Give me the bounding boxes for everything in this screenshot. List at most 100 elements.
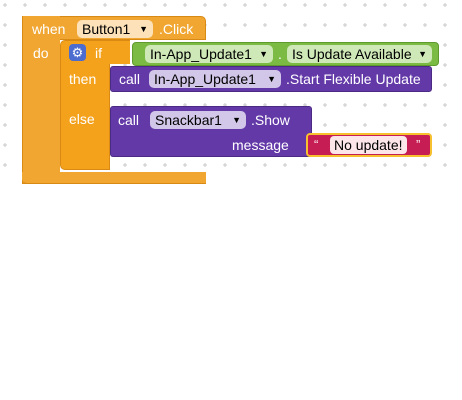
grid-plus-mark <box>323 3 327 7</box>
if-block-spine <box>60 40 110 170</box>
grid-plus-mark <box>443 63 447 67</box>
grid-plus-mark <box>363 23 367 27</box>
text-value-field[interactable]: No update! <box>330 136 407 154</box>
chevron-down-icon: ▼ <box>259 49 268 59</box>
grid-plus-mark <box>323 123 327 127</box>
else-method-label: .Show <box>251 112 290 128</box>
grid-plus-mark <box>363 163 367 167</box>
grid-plus-mark <box>263 3 267 7</box>
grid-plus-mark <box>443 103 447 107</box>
grid-plus-mark <box>3 63 7 67</box>
condition-property-label: Is Update Available <box>292 46 412 62</box>
gear-icon[interactable]: ⚙ <box>69 44 86 61</box>
if-then-else-block[interactable]: ⚙ if then else <box>60 40 130 170</box>
event-name-label: .Click <box>159 21 194 37</box>
grid-plus-mark <box>203 163 207 167</box>
else-component-dropdown[interactable]: Snackbar1 ▼ <box>150 111 246 129</box>
open-quote-label: “ <box>314 137 319 152</box>
else-call-block[interactable]: call Snackbar1 ▼ .Show message <box>110 106 312 158</box>
grid-plus-mark <box>43 3 47 7</box>
grid-plus-mark <box>443 43 447 47</box>
condition-getter-block[interactable]: In-App_Update1 ▼ . Is Update Available ▼ <box>132 42 439 66</box>
grid-plus-mark <box>343 3 347 7</box>
grid-plus-mark <box>103 3 107 7</box>
grid-plus-mark <box>403 103 407 107</box>
grid-plus-mark <box>343 123 347 127</box>
grid-plus-mark <box>243 163 247 167</box>
grid-plus-mark <box>283 23 287 27</box>
then-call-block[interactable]: call In-App_Update1 ▼ .Start Flexible Up… <box>110 66 432 92</box>
grid-plus-mark <box>183 163 187 167</box>
grid-plus-mark <box>3 23 7 27</box>
grid-plus-mark <box>303 23 307 27</box>
grid-plus-mark <box>423 3 427 7</box>
event-component-label: Button1 <box>82 21 131 37</box>
message-param-label: message <box>232 137 289 153</box>
do-label: do <box>33 45 49 61</box>
grid-plus-mark <box>363 103 367 107</box>
else-call-label: call <box>118 112 140 128</box>
event-block-button1-click[interactable]: when Button1 ▼ .Click do <box>22 16 206 184</box>
grid-plus-mark <box>423 123 427 127</box>
then-label: then <box>69 71 97 87</box>
grid-plus-mark <box>363 123 367 127</box>
grid-plus-mark <box>423 23 427 27</box>
grid-plus-mark <box>3 163 7 167</box>
condition-property-dropdown[interactable]: Is Update Available ▼ <box>287 45 432 63</box>
event-block-footer <box>22 172 206 184</box>
grid-plus-mark <box>223 3 227 7</box>
then-call-label: call <box>119 71 141 87</box>
chevron-down-icon: ▼ <box>139 24 148 34</box>
grid-plus-mark <box>123 163 127 167</box>
event-component-dropdown[interactable]: Button1 ▼ <box>77 20 153 38</box>
grid-plus-mark <box>443 23 447 27</box>
if-block-top-arm <box>109 40 130 64</box>
chevron-down-icon: ▼ <box>267 74 276 84</box>
grid-plus-mark <box>283 3 287 7</box>
condition-component-label: In-App_Update1 <box>150 46 252 62</box>
chevron-down-icon: ▼ <box>232 115 241 125</box>
grid-plus-mark <box>3 43 7 47</box>
else-component-label: Snackbar1 <box>155 112 222 128</box>
grid-plus-mark <box>303 3 307 7</box>
grid-plus-mark <box>163 163 167 167</box>
then-component-dropdown[interactable]: In-App_Update1 ▼ <box>149 70 281 88</box>
grid-plus-mark <box>223 23 227 27</box>
grid-plus-mark <box>383 123 387 127</box>
then-method-label: .Start Flexible Update <box>286 71 421 87</box>
grid-plus-mark <box>323 163 327 167</box>
grid-plus-mark <box>403 123 407 127</box>
grid-plus-mark <box>143 163 147 167</box>
grid-plus-mark <box>243 3 247 7</box>
grid-plus-mark <box>443 123 447 127</box>
grid-plus-mark <box>303 163 307 167</box>
grid-plus-mark <box>223 163 227 167</box>
grid-plus-mark <box>443 163 447 167</box>
grid-plus-mark <box>3 83 7 87</box>
else-label: else <box>69 111 95 127</box>
grid-plus-mark <box>343 23 347 27</box>
event-block-spine <box>22 16 60 184</box>
grid-plus-mark <box>403 23 407 27</box>
close-quote-label: ” <box>416 137 421 152</box>
grid-plus-mark <box>423 163 427 167</box>
grid-plus-mark <box>383 3 387 7</box>
grid-plus-mark <box>423 103 427 107</box>
condition-component-dropdown[interactable]: In-App_Update1 ▼ <box>145 45 273 63</box>
grid-plus-mark <box>163 3 167 7</box>
grid-plus-mark <box>183 3 187 7</box>
grid-plus-mark <box>3 123 7 127</box>
condition-dot-label: . <box>278 46 282 62</box>
then-component-label: In-App_Update1 <box>154 71 256 87</box>
grid-plus-mark <box>323 23 327 27</box>
grid-plus-mark <box>3 3 7 7</box>
grid-plus-mark <box>143 3 147 7</box>
when-label: when <box>32 21 66 37</box>
grid-plus-mark <box>3 143 7 147</box>
grid-plus-mark <box>403 3 407 7</box>
grid-plus-mark <box>243 23 247 27</box>
grid-plus-mark <box>343 163 347 167</box>
grid-plus-mark <box>343 103 347 107</box>
text-string-block[interactable]: “ No update! ” <box>306 133 432 157</box>
grid-plus-mark <box>443 3 447 7</box>
